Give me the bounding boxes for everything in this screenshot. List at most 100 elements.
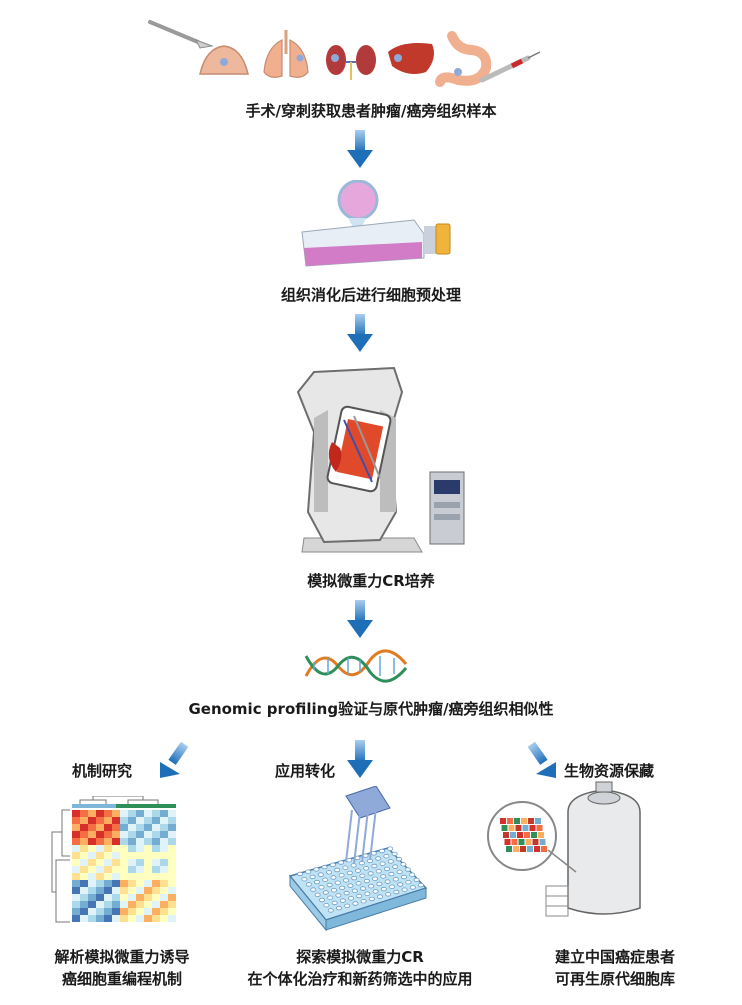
heatmap-cell	[136, 915, 144, 922]
heatmap-cell	[104, 873, 112, 880]
well	[305, 869, 312, 874]
heatmap-cell	[80, 810, 88, 817]
heatmap-cell	[88, 838, 96, 845]
well	[343, 878, 350, 883]
heatmap-cell	[144, 817, 152, 824]
cryo-vial	[508, 825, 515, 831]
well	[322, 877, 329, 882]
heatmap-cell	[72, 831, 80, 838]
heatmap-cell	[160, 880, 168, 887]
heatmap-cell	[104, 831, 112, 838]
heatmap-cell	[144, 873, 152, 880]
well	[356, 893, 363, 899]
heatmap-cell	[144, 831, 152, 838]
heatmap-cell	[128, 880, 136, 887]
well	[322, 890, 329, 895]
heatmap-cell	[128, 894, 136, 901]
cryo-vial	[515, 825, 522, 831]
heatmap-cell	[136, 908, 144, 915]
branch-title-application: 应用转化	[275, 762, 336, 780]
well	[339, 885, 346, 891]
well	[305, 882, 312, 887]
heatmap-cell	[80, 859, 88, 866]
heatmap-cell	[112, 838, 120, 845]
well	[385, 892, 392, 897]
heatmap-cell	[120, 838, 128, 845]
down-arrow-icon	[347, 130, 373, 168]
heatmap-cell	[112, 908, 120, 915]
heatmap-cell	[144, 845, 152, 852]
heatmap-cell	[80, 817, 88, 824]
well	[384, 866, 391, 872]
well-plate-illustration	[288, 786, 428, 932]
heatmap-cell	[160, 831, 168, 838]
well	[379, 848, 386, 854]
cryo-vial	[524, 832, 530, 838]
heatmap-cell	[152, 873, 160, 880]
heatmap-cell	[144, 810, 152, 817]
heatmap-cell	[160, 908, 168, 915]
heatmap-cell	[160, 894, 168, 901]
step-4-label: Genomic profiling验证与原代肿瘤/癌旁组织相似性	[188, 700, 554, 718]
cryo-vial	[541, 846, 547, 852]
heatmap-cell	[144, 887, 152, 894]
heatmap-cell	[160, 873, 168, 880]
heatmap-cell	[160, 838, 168, 845]
cryo-vial	[534, 846, 540, 852]
heatmap-cell	[88, 845, 96, 852]
well	[383, 853, 390, 859]
branch-desc-application-line1: 探索模拟微重力CR	[296, 948, 424, 966]
down-arrow-icon	[347, 600, 373, 638]
heatmap-cell	[136, 852, 144, 859]
branch-title-mechanism: 机制研究	[72, 762, 133, 780]
heatmap-cell	[80, 915, 88, 922]
heatmap-cell	[112, 880, 120, 887]
well	[339, 898, 346, 903]
heatmap-cell	[88, 908, 96, 915]
well	[334, 880, 341, 885]
heatmap-cell	[88, 880, 96, 887]
cryo-vial	[518, 839, 525, 845]
heatmap-cell	[136, 859, 144, 866]
heatmap-cell	[88, 859, 96, 866]
heatmap-cell	[136, 817, 144, 824]
well	[321, 864, 328, 870]
branch-desc-application-line2: 在个体化治疗和新药筛选中的应用	[247, 970, 473, 988]
heatmap-cell	[112, 817, 120, 824]
cryo-vial	[510, 832, 516, 838]
heatmap-cell	[80, 887, 88, 894]
heatmap-cell	[96, 894, 104, 901]
heatmap-cell	[136, 866, 144, 873]
cryo-vial	[539, 839, 546, 845]
heatmap-cell	[80, 831, 88, 838]
well	[392, 877, 399, 882]
cryo-vial	[511, 839, 518, 845]
well	[409, 885, 416, 890]
heatmap-cell	[160, 810, 168, 817]
heatmap-cell	[96, 859, 104, 866]
cryo-vial	[538, 832, 544, 838]
well	[343, 890, 350, 896]
cryo-vial	[517, 832, 523, 838]
well	[338, 872, 345, 878]
heatmap-cell	[88, 873, 96, 880]
well	[401, 874, 408, 880]
cryo-vial	[536, 825, 543, 831]
heatmap-cell	[88, 901, 96, 908]
heatmap-cell	[112, 873, 120, 880]
well	[368, 896, 375, 902]
stomach-icon	[435, 31, 492, 87]
heatmap-cell	[168, 873, 176, 880]
heatmap-cell	[120, 873, 128, 880]
heatmap-cell	[168, 915, 176, 922]
heatmap-cell	[120, 866, 128, 873]
heatmap-cell	[80, 866, 88, 873]
heatmap-cell	[144, 866, 152, 873]
well	[387, 846, 394, 851]
heatmap-cell	[80, 873, 88, 880]
heatmap-cell	[104, 838, 112, 845]
heatmap-cell	[104, 908, 112, 915]
well	[331, 887, 338, 893]
well	[355, 868, 362, 873]
cryo-vial	[501, 825, 508, 831]
